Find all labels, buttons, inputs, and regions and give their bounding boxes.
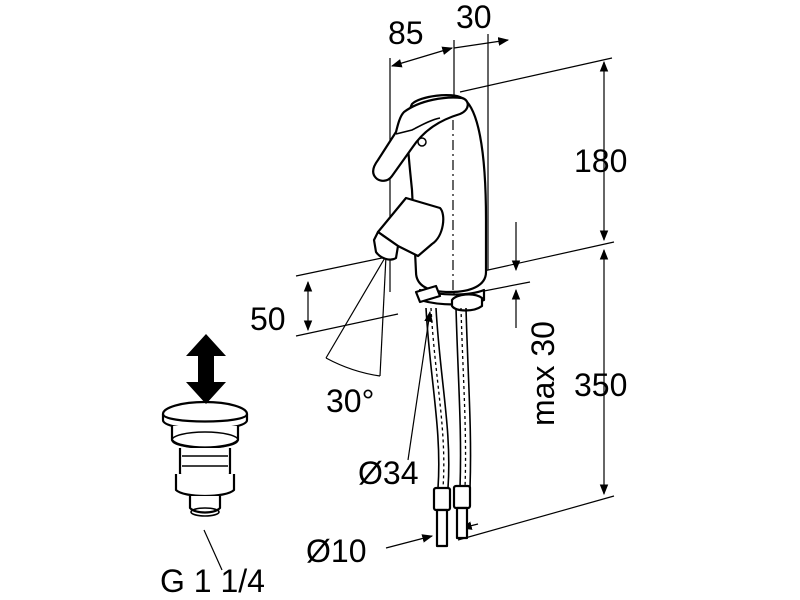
waste-valve bbox=[161, 400, 249, 517]
dim-max30-label: max 30 bbox=[525, 321, 561, 426]
dimension-lines bbox=[203, 34, 615, 571]
hoses bbox=[425, 307, 472, 548]
dim-dia10-label: Ø10 bbox=[306, 533, 366, 569]
dim-dia34-label: Ø34 bbox=[358, 455, 418, 491]
faucet-body bbox=[372, 94, 488, 312]
dim-50-label: 50 bbox=[250, 301, 286, 337]
dim-30-angle-label: 30° bbox=[326, 383, 374, 419]
dim-180-label: 180 bbox=[574, 143, 627, 179]
double-arrow-icon bbox=[186, 334, 226, 404]
dim-85-label: 85 bbox=[388, 15, 424, 51]
thread-label: G 1 1/4 bbox=[160, 563, 265, 599]
dim-350-label: 350 bbox=[574, 367, 627, 403]
dim-30-top-label: 30 bbox=[456, 0, 492, 35]
